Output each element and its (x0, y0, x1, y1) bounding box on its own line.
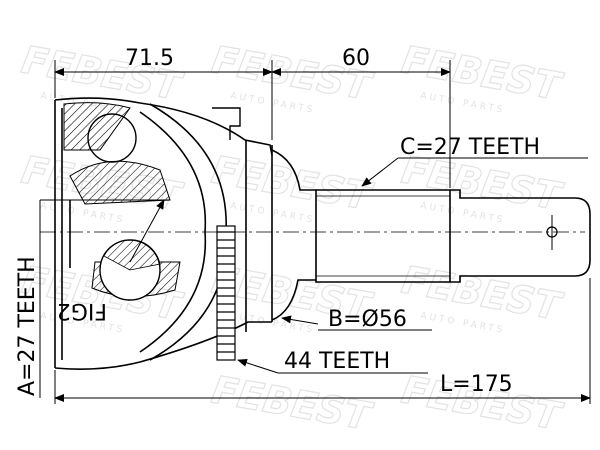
dim-60 (271, 60, 451, 188)
dim-total (54, 278, 591, 404)
inner-face (61, 108, 71, 360)
ball-lower-hatch (103, 239, 161, 271)
leader-c (361, 157, 399, 187)
shaft-outline (315, 189, 591, 283)
abs-ring-body (216, 225, 236, 361)
flange-outline (245, 140, 273, 332)
dim-shaft-length: 60 (342, 46, 370, 71)
figure-label: FIG2 (57, 298, 107, 323)
ball-upper (87, 113, 137, 163)
leader-b (281, 315, 319, 325)
watermark-brand-10: FEBEST (208, 368, 376, 440)
label-bearing-diameter: B=Ø56 (328, 307, 407, 332)
sensor-tab (212, 107, 241, 140)
leader-fig2 (129, 199, 165, 263)
label-spline-a: A=27 TEETH (15, 256, 40, 396)
dim-inner-length: 71.5 (125, 46, 174, 71)
label-total-length: L=175 (440, 372, 513, 397)
label-spline-c: C=27 TEETH (400, 135, 540, 160)
leader-abs (237, 358, 279, 374)
abs-ring (216, 225, 236, 361)
upper-hatch (69, 160, 171, 205)
abs-ring-teeth (217, 231, 235, 353)
neck-outline (271, 149, 316, 321)
label-abs-teeth: 44 TEETH (284, 349, 390, 374)
top-corner-hatch (63, 102, 131, 151)
